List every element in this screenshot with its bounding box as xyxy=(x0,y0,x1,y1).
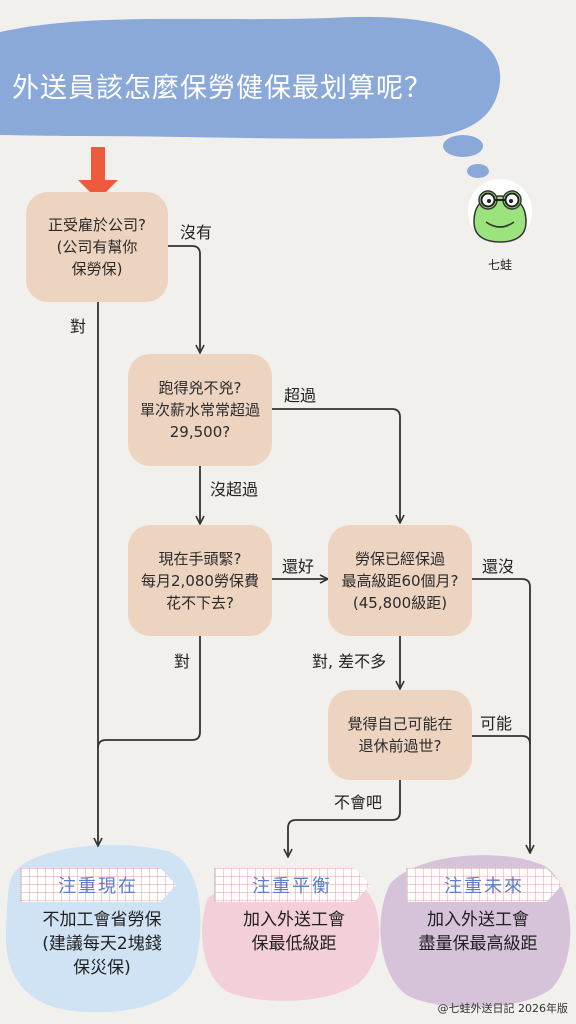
node-die: 覺得自己可能在 退休前過世? xyxy=(328,690,472,780)
edge-die-maybe xyxy=(472,735,531,745)
thought-bubble-large xyxy=(443,135,483,157)
mascot-name: 七蛙 xyxy=(487,258,512,272)
node-employed-line: 保勞保) xyxy=(71,260,123,278)
edge-label-yes-employed: 對 xyxy=(70,317,87,336)
node-running: 跑得兇不兇? 單次薪水常常超過 29,500? xyxy=(128,354,272,466)
thought-bubble-small xyxy=(467,164,489,178)
outcome-future-line: 加入外送工會 xyxy=(427,910,529,930)
tag-future-ribbon xyxy=(406,868,562,902)
node-die-line: 退休前過世? xyxy=(358,737,442,755)
title-cloud xyxy=(0,16,501,139)
outcome-balance-line: 加入外送工會 xyxy=(243,910,345,930)
node-insured-line: 勞保已經保過 xyxy=(354,549,445,568)
node-insured: 勞保已經保過 最高級距60個月? (45,800級距) xyxy=(328,525,472,636)
edge-label-over: 超過 xyxy=(284,386,317,405)
tag-balance-label: 注重平衡 xyxy=(252,876,332,897)
edge-label-yes-tight: 對 xyxy=(174,652,191,671)
outcome-present-line: 不加工會省勞保 xyxy=(42,910,162,930)
edge-employed-no xyxy=(168,245,200,352)
node-tight-line: 每月2,080勞保費 xyxy=(141,571,259,590)
outcome-present-line: (建議每天2塊錢 xyxy=(42,934,162,954)
edge-label-not-over: 沒超過 xyxy=(210,480,259,499)
page-title: 外送員該怎麼保勞健保最划算呢？ xyxy=(12,73,432,104)
node-tight-line: 花不下去? xyxy=(166,593,234,612)
node-running-line: 29,500? xyxy=(169,423,231,441)
start-arrow-icon xyxy=(78,147,118,200)
node-running-line: 單次薪水常常超過 xyxy=(139,401,260,419)
edge-label-ok: 還好 xyxy=(282,557,315,576)
edge-die-wont xyxy=(288,780,401,856)
outcome-present-line: 保災保) xyxy=(73,958,131,978)
node-employed-line: (公司有幫你 xyxy=(56,238,138,256)
tag-balance-ribbon xyxy=(214,868,370,902)
node-insured-line: 最高級距60個月? xyxy=(341,571,459,590)
outcome-balance: 加入外送工會 保最低級距 xyxy=(206,908,382,956)
tag-present-ribbon xyxy=(20,868,176,902)
edge-label-yes-almost: 對, 差不多 xyxy=(312,652,387,671)
edge-running-over xyxy=(272,408,400,522)
node-running-line: 跑得兇不兇? xyxy=(158,379,242,397)
edge-label-no: 沒有 xyxy=(180,223,213,242)
node-insured-line: (45,800級距) xyxy=(352,593,448,612)
footer-credit: @七蛙外送日記 2026年版 xyxy=(437,1002,569,1015)
tag-future-label: 注重未來 xyxy=(444,876,524,897)
node-employed-line: 正受雇於公司? xyxy=(48,216,146,234)
edge-label-not-yet: 還沒 xyxy=(482,557,515,576)
outcome-future-line: 盡量保最高級距 xyxy=(418,934,538,954)
tag-future: 注重未來 xyxy=(406,868,562,902)
blob-balance xyxy=(202,873,380,1001)
outcome-balance-line: 保最低級距 xyxy=(251,934,337,954)
tag-present: 注重現在 xyxy=(20,868,176,902)
node-die-line: 覺得自己可能在 xyxy=(347,715,453,733)
edge-label-wont: 不會吧 xyxy=(334,793,383,812)
node-employed: 正受雇於公司? (公司有幫你 保勞保) xyxy=(26,192,168,302)
tag-balance: 注重平衡 xyxy=(214,868,370,902)
tag-present-label: 注重現在 xyxy=(58,876,138,897)
edge-label-maybe: 可能 xyxy=(480,714,513,733)
edge-insured-notyet xyxy=(472,578,530,852)
node-tight-line: 現在手頭緊? xyxy=(158,549,242,568)
outcome-present: 不加工會省勞保 (建議每天2塊錢 保災保) xyxy=(14,908,190,980)
frog-mascot-icon xyxy=(468,179,532,243)
outcome-future: 加入外送工會 盡量保最高級距 xyxy=(388,908,568,956)
connectors xyxy=(97,245,531,856)
node-tight: 現在手頭緊? 每月2,080勞保費 花不下去? xyxy=(128,525,272,636)
edge-tight-yes xyxy=(97,636,201,749)
